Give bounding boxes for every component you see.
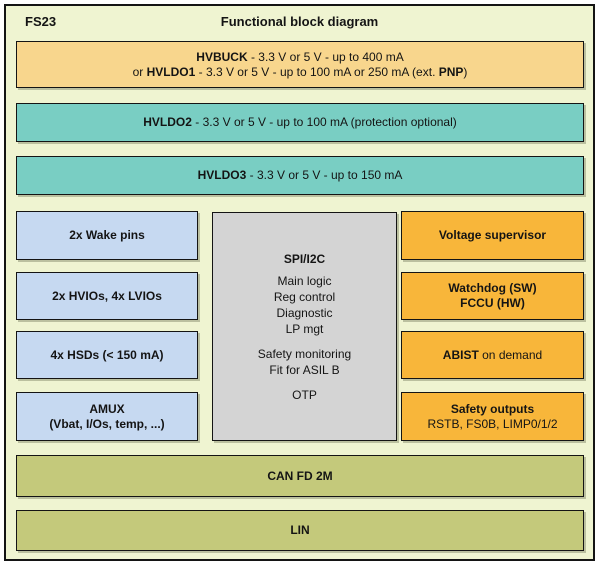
block-hsds: 4x HSDs (< 150 mA) [16,331,198,379]
watchdog-label: Watchdog (SW) [448,281,537,295]
hvbuck-line2: or HVLDO1 - 3.3 V or 5 V - up to 100 mA … [132,64,468,79]
hvios-lvios-label: 2x HVIOs, 4x LVIOs [52,288,162,303]
block-safety-outputs: Safety outputs RSTB, FS0B, LIMP0/1/2 [401,392,584,441]
reg-control-label: Reg control [273,289,336,304]
safety-outputs-pins: RSTB, FS0B, LIMP0/1/2 [427,416,558,431]
lin-label: LIN [290,523,310,537]
functional-block-diagram: FS23 Functional block diagram HVBUCK - 3… [4,4,595,561]
diagram-title: Functional block diagram [220,14,379,29]
asil-label: Fit for ASIL B [269,362,340,377]
wake-pins-label: 2x Wake pins [69,228,145,242]
abist-label: ABIST on demand [442,347,543,362]
block-amux: AMUX (Vbat, I/Os, temp, ...) [16,392,198,441]
block-can-fd: CAN FD 2M [16,455,584,497]
chip-name: FS23 [25,14,57,29]
logic-group: Main logic Reg control Diagnostic LP mgt [274,273,335,337]
hvldo2-line: HVLDO2 - 3.3 V or 5 V - up to 100 mA (pr… [143,115,457,129]
lp-mgt-label: LP mgt [285,321,324,336]
block-hvios-lvios: 2x HVIOs, 4x LVIOs [16,272,198,320]
block-voltage-supervisor: Voltage supervisor [401,211,584,260]
hvbuck-line1: HVBUCK - 3.3 V or 5 V - up to 400 mA [196,49,404,64]
main-logic-label: Main logic [277,273,332,288]
block-main-logic: SPI/I2C Main logic Reg control Diagnosti… [212,212,397,441]
block-abist: ABIST on demand [401,331,584,379]
can-fd-label: CAN FD 2M [267,468,333,483]
block-hvbuck-hvldo1: HVBUCK - 3.3 V or 5 V - up to 400 mA or … [16,41,584,88]
voltage-supervisor-label: Voltage supervisor [438,228,547,242]
block-hvldo2: HVLDO2 - 3.3 V or 5 V - up to 100 mA (pr… [16,103,584,142]
diagnostic-label: Diagnostic [276,305,333,320]
safety-outputs-label: Safety outputs [450,401,535,416]
hsds-label: 4x HSDs (< 150 mA) [50,347,164,362]
block-lin: LIN [16,510,584,551]
block-wake-pins: 2x Wake pins [16,211,198,260]
block-watchdog-fccu: Watchdog (SW) FCCU (HW) [401,272,584,320]
spi-i2c-label: SPI/I2C [283,251,326,266]
block-hvldo3: HVLDO3 - 3.3 V or 5 V - up to 150 mA [16,156,584,195]
amux-label: AMUX [89,401,125,416]
fccu-label: FCCU (HW) [460,296,525,310]
safety-monitoring-label: Safety monitoring [257,346,352,361]
otp-label: OTP [292,387,317,402]
safety-group: Safety monitoring Fit for ASIL B [258,346,351,378]
amux-sublabel: (Vbat, I/Os, temp, ...) [49,416,165,431]
otp-group: OTP [292,387,317,403]
hvldo3-line: HVLDO3 - 3.3 V or 5 V - up to 150 mA [197,168,403,182]
